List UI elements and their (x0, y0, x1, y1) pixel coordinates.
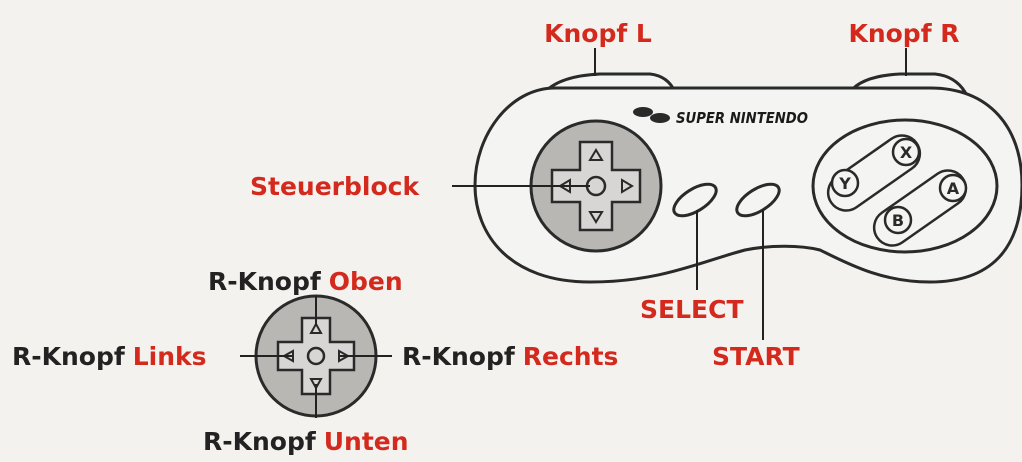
button-b-label: B (892, 211, 904, 230)
r-knopf-oben-prefix: R-Knopf (208, 267, 322, 296)
small-dpad-arrow-down-icon (309, 378, 323, 391)
start-button-shape (735, 182, 781, 218)
logo-mark-dot-left (633, 107, 653, 117)
face-buttons: X Y A B (811, 118, 999, 254)
dpad-arrow-up-icon (588, 148, 604, 161)
button-y: Y (830, 168, 860, 198)
button-b: B (883, 205, 913, 235)
small-dpad-arrow-right-icon (338, 349, 351, 363)
start-label: START (712, 342, 800, 371)
rechts-text: Rechts (523, 342, 619, 371)
button-x: X (891, 137, 921, 167)
button-a: A (938, 173, 968, 203)
r-knopf-rechts-prefix: R-Knopf (402, 342, 516, 371)
links-text: Links (133, 342, 207, 371)
r-knopf-unten-prefix: R-Knopf (203, 427, 317, 456)
small-dpad-arrow-up-icon (309, 321, 323, 334)
select-button-shape (672, 182, 718, 218)
knopf-r-label: Knopf R (848, 19, 959, 48)
steuerblock-label: Steuerblock (250, 172, 420, 201)
select-label: SELECT (640, 295, 744, 324)
logo-text: SUPER NINTENDO (676, 109, 808, 127)
button-a-label: A (947, 179, 960, 198)
button-y-label: Y (838, 174, 851, 193)
oben-text: Oben (329, 267, 403, 296)
super-nintendo-logo: SUPER NINTENDO (633, 107, 808, 127)
dpad-arrow-down-icon (588, 211, 604, 224)
dpad-arrow-right-icon (621, 178, 634, 194)
unten-text: Unten (324, 427, 409, 456)
logo-mark-dot-right (650, 113, 670, 123)
knopf-l-label: Knopf L (544, 19, 652, 48)
small-dpad-center (306, 346, 326, 366)
button-x-label: X (900, 143, 913, 162)
r-knopf-links-prefix: R-Knopf (12, 342, 126, 371)
small-dpad-arrow-left-icon (281, 349, 294, 363)
face-button-cluster-outline (811, 118, 999, 254)
